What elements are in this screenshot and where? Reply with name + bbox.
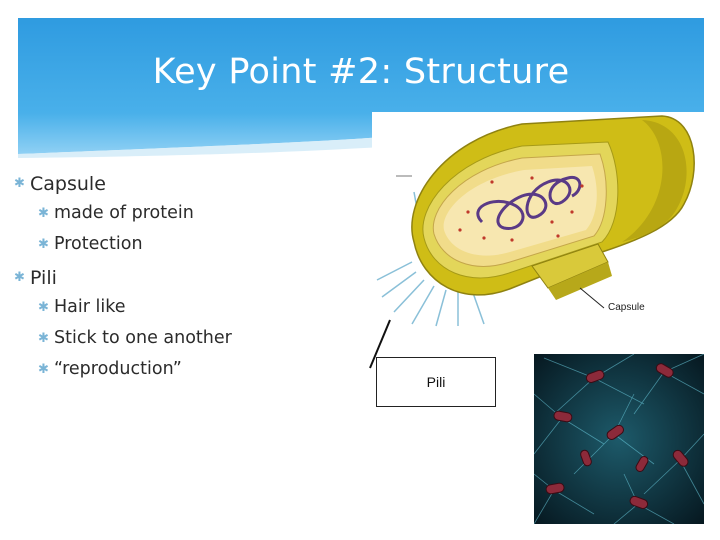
sub-bullet: ✱ Hair like [14, 292, 354, 323]
pili-callout-label: Pili [426, 374, 446, 390]
sub-bullet-text: made of protein [54, 203, 194, 223]
asterisk-bullet-icon: ✱ [14, 270, 25, 285]
asterisk-bullet-icon: ✱ [38, 237, 49, 252]
asterisk-bullet-icon: ✱ [38, 331, 49, 346]
asterisk-bullet-icon: ✱ [38, 362, 49, 377]
bullet-pili: ✱ Pili [14, 264, 354, 292]
sub-bullet-text: Protection [54, 234, 143, 254]
bacterium-diagram: Capsule [372, 112, 704, 330]
bullet-capsule: ✱ Capsule [14, 170, 354, 198]
pointer-line [369, 319, 391, 369]
sub-bullet-text: Hair like [54, 297, 126, 317]
slide-title: Key Point #2: Structure [152, 52, 570, 92]
sub-bullet: ✱ “reproduction” [14, 354, 354, 385]
sub-bullet: ✱ Protection [14, 229, 354, 260]
asterisk-bullet-icon: ✱ [14, 176, 25, 191]
bacteria-micrograph-image [534, 354, 704, 524]
capsule-label: Capsule [608, 302, 645, 313]
pili-callout-box: Pili [376, 357, 496, 407]
sub-bullet-text: “reproduction” [54, 359, 182, 379]
bullet-text: Pili [30, 267, 57, 289]
sub-bullet-text: Stick to one another [54, 328, 232, 348]
sub-bullet: ✱ made of protein [14, 198, 354, 229]
bullet-text: Capsule [30, 173, 106, 195]
bullet-list: ✱ Capsule ✱ made of protein ✱ Protection… [14, 170, 354, 385]
asterisk-bullet-icon: ✱ [38, 300, 49, 315]
sub-bullet: ✱ Stick to one another [14, 323, 354, 354]
asterisk-bullet-icon: ✱ [38, 206, 49, 221]
